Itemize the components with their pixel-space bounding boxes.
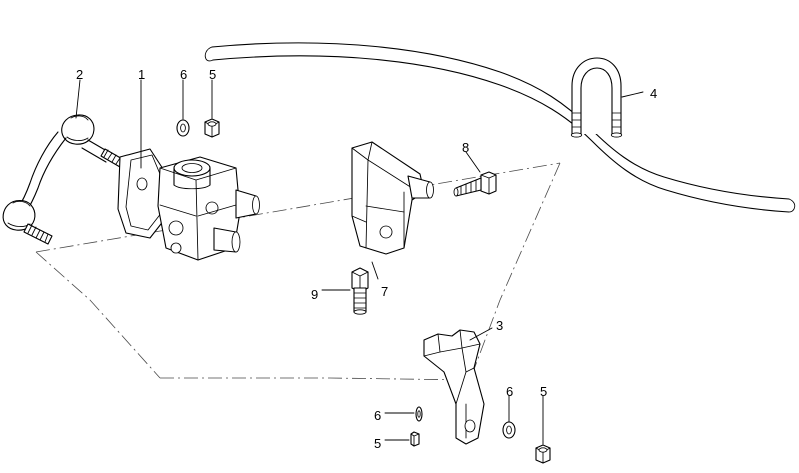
callout-6-right: 6: [506, 384, 514, 399]
callout-leader-lines: [75, 79, 644, 445]
callout-6-left: 6: [374, 408, 382, 423]
part-2-drop-link: [2, 114, 125, 245]
callout-3: 3: [496, 318, 504, 333]
callout-5-right: 5: [540, 384, 548, 399]
part-7-sensor-bracket: [351, 141, 434, 255]
part-8-hex-bolt: [453, 171, 497, 197]
callout-4: 4: [650, 86, 658, 101]
part-9-long-bolt: [351, 267, 369, 315]
construction-axis-lines: [35, 162, 561, 381]
part-6-washer-left: [415, 406, 423, 422]
part-3-fork-bracket: [423, 329, 485, 445]
callout-9: 9: [311, 287, 319, 302]
callout-2: 2: [76, 67, 84, 82]
callout-5-left: 5: [374, 436, 382, 451]
part-5-nut-top: [204, 118, 220, 138]
part-6-washer-top: [176, 119, 190, 137]
callout-5-top: 5: [209, 67, 217, 82]
part-5-nut-right: [535, 444, 551, 464]
part-6-washer-right: [502, 421, 516, 439]
callout-7: 7: [381, 284, 389, 299]
part-4-stabilizer-bar: [204, 42, 796, 213]
callout-8: 8: [462, 140, 470, 155]
callout-6-top: 6: [180, 67, 188, 82]
callout-1: 1: [138, 67, 146, 82]
part-1-valve-body-assembly: [117, 148, 260, 261]
part-5-nut-left: [410, 431, 420, 447]
part-4-u-bolt: [570, 57, 623, 138]
